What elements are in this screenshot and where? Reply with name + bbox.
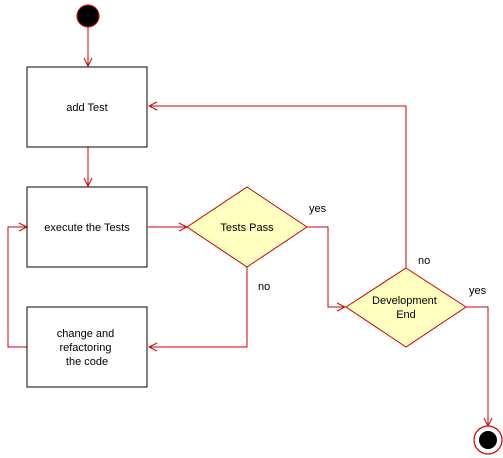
tests-pass-no-label: no (258, 281, 270, 293)
dev-end-yes-label: yes (469, 285, 487, 297)
change-code-line-1: change and (57, 328, 115, 340)
change-code-line-2: refactoring (59, 342, 111, 354)
start-node (76, 4, 100, 28)
development-end-line-2: End (396, 309, 416, 321)
execute-tests-label: execute the Tests (44, 222, 130, 234)
change-code-box (26, 306, 148, 388)
edge-change-to-execute (7, 227, 27, 348)
tests-pass-yes-label: yes (309, 203, 327, 215)
development-end-decision (345, 267, 467, 348)
edge-dev-end-no (149, 106, 407, 268)
edge-dev-end-yes (466, 306, 488, 426)
development-end-label: Development End (372, 295, 440, 321)
dev-end-no-label: no (418, 255, 430, 267)
tests-pass-label: Tests Pass (220, 222, 274, 234)
add-test-label: add Test (66, 102, 107, 114)
execute-tests-box (26, 186, 148, 268)
edge-tests-pass-no (149, 266, 248, 347)
change-code-label: change and refactoring the code (57, 328, 118, 368)
tests-pass-decision (186, 186, 308, 268)
change-code-line-3: the code (66, 356, 108, 368)
edge-tests-pass-yes (307, 226, 345, 307)
add-test-box (26, 66, 148, 148)
end-node-core (479, 431, 497, 449)
development-end-line-1: Development (372, 295, 437, 307)
